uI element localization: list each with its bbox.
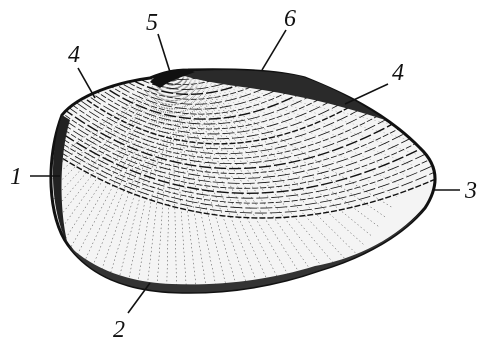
- label-4-posterior: 4: [392, 60, 404, 86]
- leader-6: [262, 30, 286, 70]
- leader-4b: [345, 84, 388, 104]
- leader-4a: [78, 68, 95, 98]
- label-5: 5: [146, 10, 158, 36]
- label-1: 1: [10, 164, 22, 190]
- label-6: 6: [284, 6, 296, 32]
- label-2: 2: [113, 317, 125, 342]
- label-4-anterior: 4: [68, 42, 80, 68]
- leader-5: [158, 34, 170, 72]
- shell-body: [0, 27, 485, 332]
- radial-hatch-line: [172, 27, 428, 72]
- label-3: 3: [464, 178, 477, 204]
